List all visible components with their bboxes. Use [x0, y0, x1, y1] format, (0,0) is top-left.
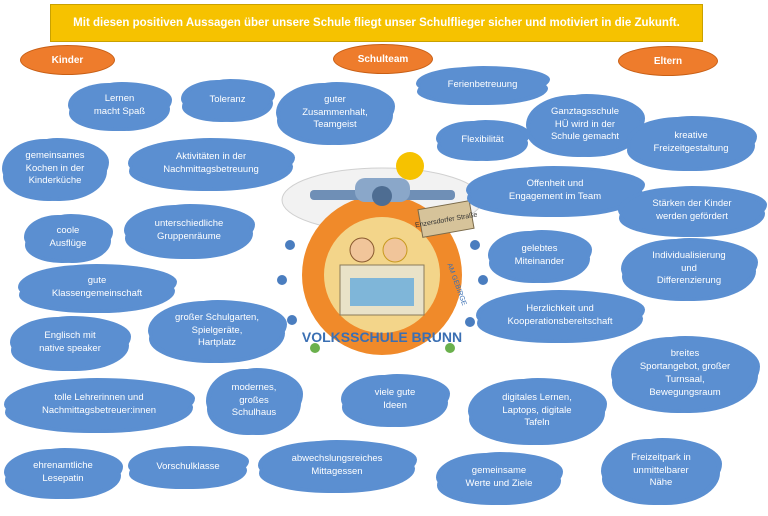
- cloud-flexibilitaet-text: Flexibilität: [461, 133, 504, 145]
- cloud-englisch-text: Englisch mit native speaker: [39, 330, 101, 354]
- child-right-shape: [382, 237, 408, 263]
- cloud-mittagessen-text: abwechslungsreiches Mittagessen: [291, 453, 383, 477]
- cloud-herzlichkeit: Herzlichkeit und Kooperationsbereitschaf…: [480, 292, 640, 340]
- cloud-aktivitaeten: Aktivitäten in der Nachmittagsbetreuung: [132, 140, 290, 188]
- sun-icon: [396, 152, 424, 180]
- category-schulteam-label: Schulteam: [357, 53, 409, 65]
- cloud-miteinander: gelebtes Miteinander: [492, 232, 587, 280]
- child-left-shape: [349, 237, 375, 263]
- cloud-freizeitgestaltung: kreative Freizeitgestaltung: [630, 118, 752, 168]
- banner-text: Mit diesen positiven Aussagen über unser…: [73, 17, 680, 29]
- cloud-herzlichkeit-text: Herzlichkeit und Kooperationsbereitschaf…: [507, 303, 613, 327]
- cloud-staerken-text: Stärken der Kinder werden gefördert: [652, 198, 732, 222]
- school-logo: Enzersdorfer Straße VOLKSSCHULE BRUNN AM…: [277, 152, 488, 355]
- airplane-icon: [310, 178, 455, 206]
- cloud-lehrerinnen-text: tolle Lehrerinnen und Nachmittagsbetreue…: [41, 392, 157, 416]
- cloud-gruppenraeume: unterschiedliche Gruppenräume: [128, 206, 250, 256]
- cloud-ferienbetreuung-text: Ferienbetreuung: [447, 78, 518, 90]
- cloud-ganztagsschule: Ganztagsschule HÜ wird in der Schule gem…: [530, 96, 640, 154]
- cloud-werte: gemeinsame Werte und Ziele: [440, 454, 558, 502]
- cloud-freizeitpark: Freizeitpark in unmittelbarer Nähe: [605, 440, 717, 502]
- cloud-flexibilitaet: Flexibilität: [440, 122, 525, 158]
- cloud-freizeitgestaltung-text: kreative Freizeitgestaltung: [653, 130, 729, 154]
- category-kinder-label: Kinder: [51, 54, 84, 66]
- cloud-klassengemeinschaft: gute Klassengemeinschaft: [22, 266, 172, 310]
- category-eltern-label: Eltern: [653, 55, 683, 67]
- cloud-ausfluege-text: coole Ausflüge: [49, 225, 87, 249]
- cloud-aktivitaeten-text: Aktivitäten in der Nachmittagsbetreuung: [163, 151, 259, 175]
- cloud-sportangebot-text: breites Sportangebot, großer Turnsaal, B…: [639, 348, 731, 398]
- cloud-englisch: Englisch mit native speaker: [14, 318, 126, 368]
- header-banner: Mit diesen positiven Aussagen über unser…: [50, 4, 703, 42]
- cloud-schulgarten-text: großer Schulgarten, Spielgeräte, Hartpla…: [175, 311, 259, 349]
- cloud-schulhaus-text: modernes, großes Schulhaus: [231, 381, 277, 419]
- cloud-schulhaus: modernes, großes Schulhaus: [210, 370, 298, 432]
- cloud-kochen: gemeinsames Kochen in der Kinderküche: [6, 140, 104, 198]
- cloud-vorschulklasse-text: Vorschulklasse: [156, 460, 220, 472]
- cloud-digitales-text: digitales Lernen, Laptops, digitale Tafe…: [502, 391, 572, 429]
- cloud-kochen-text: gemeinsames Kochen in der Kinderküche: [25, 149, 85, 187]
- cloud-offenheit-text: Offenheit und Engagement im Team: [508, 178, 602, 202]
- figures-decoration: [277, 240, 488, 327]
- cloud-ferienbetreuung: Ferienbetreuung: [420, 68, 545, 102]
- cloud-miteinander-text: gelebtes Miteinander: [514, 243, 565, 267]
- cloud-freizeitpark-text: Freizeitpark in unmittelbarer Nähe: [631, 451, 691, 489]
- cloud-lernen: Lernen macht Spaß: [72, 84, 167, 128]
- cloud-ideen: viele gute Ideen: [345, 376, 445, 424]
- cloud-werte-text: gemeinsame Werte und Ziele: [465, 465, 533, 489]
- cloud-ideen-text: viele gute Ideen: [374, 387, 416, 411]
- category-schulteam: Schulteam: [333, 44, 433, 74]
- cloud-staerken: Stärken der Kinder werden gefördert: [622, 188, 762, 234]
- cloud-lehrerinnen: tolle Lehrerinnen und Nachmittagsbetreue…: [8, 380, 190, 430]
- cloud-toleranz-text: Toleranz: [209, 93, 246, 105]
- category-eltern: Eltern: [618, 46, 718, 76]
- ring-text: VOLKSSCHULE BRUNN: [302, 329, 462, 345]
- cloud-vorschulklasse: Vorschulklasse: [132, 448, 244, 486]
- cloud-lernen-text: Lernen macht Spaß: [93, 93, 146, 117]
- cloud-toleranz: Toleranz: [185, 81, 270, 119]
- cloud-individualisierung: Individualisierung und Differenzierung: [625, 240, 753, 298]
- cloud-schulgarten: großer Schulgarten, Spielgeräte, Hartpla…: [152, 302, 282, 360]
- cloud-offenheit: Offenheit und Engagement im Team: [470, 168, 640, 214]
- cloud-ausfluege: coole Ausflüge: [28, 216, 108, 260]
- cloud-zusammenhalt: guter Zusammenhalt, Teamgeist: [280, 84, 390, 142]
- category-kinder: Kinder: [20, 45, 115, 75]
- cloud-ganztagsschule-text: Ganztagsschule HÜ wird in der Schule gem…: [550, 105, 620, 143]
- cloud-digitales: digitales Lernen, Laptops, digitale Tafe…: [472, 380, 602, 442]
- school-windows-shape: [350, 278, 414, 306]
- figures-decoration-green: [310, 343, 455, 353]
- cloud-gruppenraeume-text: unterschiedliche Gruppenräume: [154, 218, 224, 242]
- cloud-sportangebot: breites Sportangebot, großer Turnsaal, B…: [615, 338, 755, 410]
- cloud-klassengemeinschaft-text: gute Klassengemeinschaft: [51, 275, 143, 299]
- sign-board-shape: [417, 200, 475, 238]
- cloud-zusammenhalt-text: guter Zusammenhalt, Teamgeist: [302, 93, 368, 131]
- cloud-lesepatin-text: ehrenamtliche Lesepatin: [33, 460, 93, 484]
- cloud-lesepatin: ehrenamtliche Lesepatin: [8, 450, 118, 496]
- cloud-mittagessen: abwechslungsreiches Mittagessen: [262, 442, 412, 490]
- cloud-individualisierung-text: Individualisierung und Differenzierung: [652, 249, 726, 287]
